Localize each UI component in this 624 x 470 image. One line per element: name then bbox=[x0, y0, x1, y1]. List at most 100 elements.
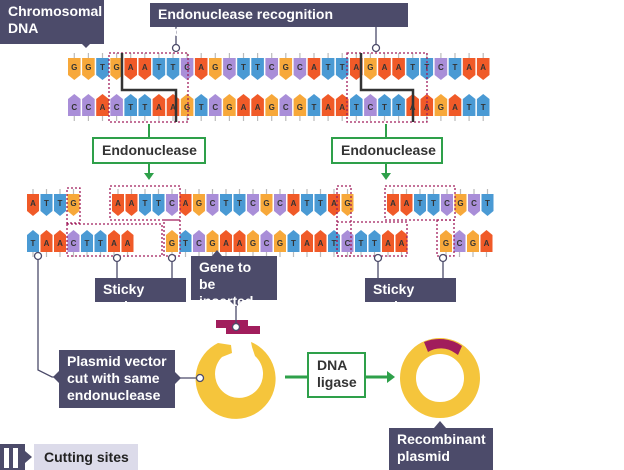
inserted-gene bbox=[424, 338, 462, 355]
middle-fragment-bottom-base-G bbox=[166, 230, 178, 252]
original-top-base-T bbox=[448, 58, 462, 80]
middle-fragment-bottom-base-C bbox=[260, 230, 273, 252]
original-bottom-base-C bbox=[279, 94, 293, 116]
original-top-base-G bbox=[110, 58, 123, 80]
original-bottom-base-T bbox=[462, 94, 476, 116]
original-bottom-base-C bbox=[68, 94, 81, 116]
original-bottom-base-G bbox=[265, 94, 278, 116]
original-top-base-C bbox=[180, 58, 194, 80]
middle-fragment-top-base-G bbox=[260, 194, 273, 216]
original-top-base-A bbox=[462, 58, 476, 80]
pointer-arrow bbox=[212, 250, 222, 256]
left-fragment-bottom-base-T bbox=[94, 230, 107, 252]
connector-dot bbox=[112, 253, 122, 263]
gene-to-be-inserted-label: Gene to be inserted bbox=[191, 256, 277, 309]
arrow-right-icon bbox=[387, 371, 395, 383]
original-bottom-base-A bbox=[448, 94, 462, 116]
right-fragment-top-base-C bbox=[441, 194, 453, 216]
original-bottom-base-T bbox=[392, 94, 405, 116]
recognition-site-box bbox=[336, 185, 352, 257]
original-top-base-C bbox=[434, 58, 448, 80]
original-top-base-G bbox=[279, 58, 293, 80]
cutting-site-icon bbox=[13, 448, 18, 468]
middle-fragment-bottom-base-A bbox=[382, 230, 394, 252]
original-bottom-base-T bbox=[378, 94, 391, 116]
legend-cutting-sites-label: Cutting sites bbox=[34, 444, 138, 470]
middle-fragment-bottom-base-A bbox=[395, 230, 408, 252]
arrow-down-icon bbox=[381, 173, 391, 180]
middle-fragment-top-base-C bbox=[274, 194, 286, 216]
original-top-base-T bbox=[406, 58, 419, 80]
original-top-base-T bbox=[321, 58, 335, 80]
connector-dot bbox=[371, 43, 381, 53]
original-bottom-base-A bbox=[251, 94, 264, 116]
cut-line-right bbox=[359, 53, 415, 122]
middle-fragment-top-base-G bbox=[341, 194, 354, 216]
right-fragment-bottom-base-G bbox=[440, 230, 452, 252]
middle-fragment-top-base-A bbox=[287, 194, 300, 216]
legend-icon-bg bbox=[0, 444, 25, 470]
original-top-base-T bbox=[237, 58, 250, 80]
plasmid-vector-label: Plasmid vector cut with same endonucleas… bbox=[59, 350, 175, 408]
cutting-site-icon bbox=[4, 448, 9, 468]
middle-fragment-top-base-C bbox=[206, 194, 219, 216]
right-fragment-top-base-G bbox=[454, 194, 467, 216]
original-bottom-base-C bbox=[209, 94, 222, 116]
middle-fragment-top-base-T bbox=[152, 194, 165, 216]
original-bottom-base-T bbox=[124, 94, 137, 116]
original-bottom-base-T bbox=[349, 94, 363, 116]
original-top-base-A bbox=[378, 58, 391, 80]
original-top-base-T bbox=[96, 58, 109, 80]
right-fragment-top-sequence: AATTCGCT bbox=[390, 199, 490, 208]
original-top-base-G bbox=[209, 58, 222, 80]
middle-fragment-top-base-T bbox=[233, 194, 246, 216]
connector-dot bbox=[231, 322, 241, 332]
right-fragment-bottom-base-G bbox=[467, 230, 479, 252]
original-top-base-G bbox=[82, 58, 95, 80]
right-fragment-top-base-A bbox=[387, 194, 399, 216]
middle-fragment-top-base-A bbox=[179, 194, 192, 216]
middle-fragment-bottom-base-T bbox=[355, 230, 367, 252]
original-bottom-base-A bbox=[96, 94, 109, 116]
middle-fragment-bottom-base-A bbox=[233, 230, 246, 252]
original-bottom-base-T bbox=[307, 94, 321, 116]
middle-fragment-top-base-C bbox=[247, 194, 259, 216]
middle-fragment-bottom-base-C bbox=[341, 230, 354, 252]
connector-dot bbox=[167, 253, 177, 263]
pointer-arrow bbox=[229, 300, 243, 307]
middle-fragment-bottom-base-T bbox=[328, 230, 340, 252]
recombinant-plasmid-label: Recombinant plasmid bbox=[389, 428, 493, 470]
middle-fragment-bottom-base-T bbox=[287, 230, 300, 252]
middle-fragment-bottom-base-T bbox=[368, 230, 381, 252]
left-fragment-top-base-A bbox=[27, 194, 39, 216]
left-fragment-bottom-sequence: TAACTTAA bbox=[31, 239, 131, 248]
recognition-site-box bbox=[108, 52, 189, 123]
middle-fragment-top-base-A bbox=[328, 194, 340, 216]
middle-fragment-top-base-T bbox=[220, 194, 232, 216]
recognition-sequence-label: Endonuclease recognition sequence bbox=[150, 3, 408, 39]
original-top-base-A bbox=[476, 58, 490, 80]
left-fragment-top-base-T bbox=[40, 194, 53, 216]
arrow-down-icon bbox=[144, 173, 154, 180]
middle-fragment-bottom-base-T bbox=[179, 230, 192, 252]
pointer-arrow bbox=[175, 372, 181, 384]
chromosomal-dna-label: Chromosomal DNA bbox=[0, 0, 104, 44]
original-top-base-T bbox=[152, 58, 166, 80]
original-bottom-base-G bbox=[223, 94, 236, 116]
pointer-arrow bbox=[53, 371, 59, 383]
left-fragment-bottom-base-A bbox=[40, 230, 53, 252]
original-top-base-A bbox=[392, 58, 405, 80]
recognition-site-box bbox=[66, 223, 163, 257]
original-bottom-base-T bbox=[138, 94, 152, 116]
sticky-ends-left-label: Sticky ends bbox=[95, 278, 186, 314]
connector-dot bbox=[373, 253, 383, 263]
endonuclease-left-box: Endonuclease bbox=[92, 137, 206, 164]
original-bottom-base-G bbox=[180, 94, 194, 116]
original-bottom-base-C bbox=[110, 94, 123, 116]
endonuclease-right-box: Endonuclease bbox=[331, 137, 443, 164]
original-bottom-base-G bbox=[434, 94, 448, 116]
cut-plasmid bbox=[195, 342, 276, 419]
left-fragment-bottom-base-A bbox=[121, 230, 134, 252]
original-top-base-T bbox=[251, 58, 264, 80]
middle-fragment-bottom-base-A bbox=[314, 230, 327, 252]
